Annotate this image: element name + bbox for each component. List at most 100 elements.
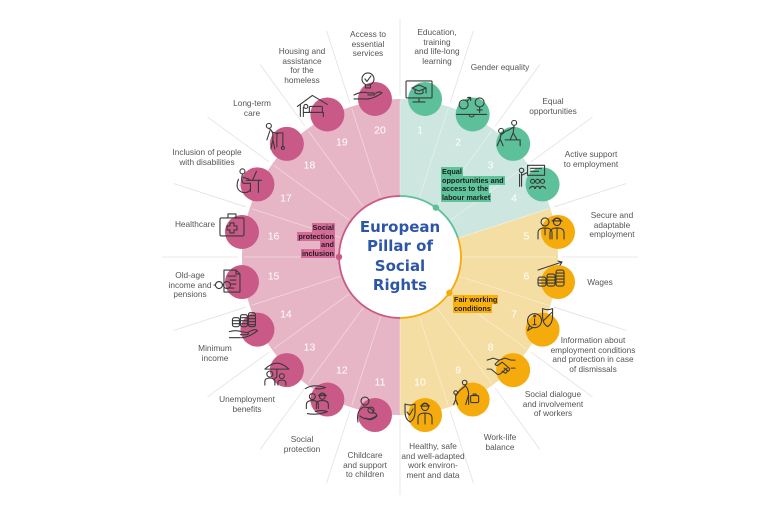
item-label-line: essential: [351, 38, 385, 49]
item-label-line: Healthy, safe: [409, 441, 457, 451]
coins-hand-icon: [228, 312, 258, 339]
coins-growth-icon: [537, 260, 565, 287]
item-label-line: Long-term: [233, 98, 271, 108]
category-label-text: Social: [311, 223, 335, 232]
divider-line-outer: [326, 410, 351, 484]
item-number: 6: [523, 270, 530, 283]
item-number: 13: [303, 341, 316, 353]
category-label-line: labour market: [441, 193, 505, 203]
item-number: 14: [280, 308, 292, 321]
divider-line-outer: [553, 183, 627, 208]
mother-child-icon: [357, 396, 378, 423]
item-circle: [357, 81, 392, 116]
item-number: 2: [455, 136, 462, 149]
divider-line-outer: [173, 306, 247, 331]
divider-line-inner: [307, 130, 364, 207]
item-label-line: of dismissals: [569, 363, 617, 374]
item-circle: [269, 353, 304, 388]
item-label-line: training: [423, 36, 451, 47]
item-label-line: Healthcare: [174, 219, 216, 229]
item-label-line: and protection in case: [552, 354, 634, 365]
item-label-line: Information about: [560, 335, 626, 345]
divider-line-outer: [207, 351, 270, 398]
divider-line-inner: [273, 293, 350, 350]
category-label-line: Social: [297, 223, 335, 233]
info-shield-icon: [527, 308, 554, 332]
item-number: 11: [374, 376, 386, 389]
item-circle: [541, 214, 576, 249]
item-number: 9: [455, 364, 462, 377]
item-label: Wages: [587, 277, 613, 288]
item-number: 12: [336, 364, 348, 377]
shield-worker-icon: [404, 402, 433, 425]
category-label-line: conditions: [453, 303, 498, 314]
center-ring: [335, 195, 462, 319]
divider-line-inner: [459, 276, 549, 306]
item-label-line: pensions: [173, 289, 207, 300]
item-label-line: assistance: [282, 55, 322, 66]
item-label-line: learning: [422, 55, 452, 66]
helping-climb-icon: [496, 119, 521, 147]
item-number: 16: [267, 230, 280, 243]
handshake-icon: [486, 357, 516, 376]
category-label-text: opportunities and: [441, 175, 505, 185]
item-label-line: ment and data: [406, 469, 460, 480]
item-number: 8: [487, 341, 494, 353]
item-circle: [357, 398, 392, 433]
divider-line-inner: [419, 316, 449, 406]
divider-line-outer: [530, 351, 593, 398]
divider-line-outer: [326, 30, 351, 104]
item-label-line: for the: [290, 65, 314, 76]
item-circle: [496, 126, 531, 161]
item-label-line: with disabilities: [179, 156, 235, 167]
item-label-line: Wages: [587, 277, 613, 287]
item-circle: [224, 265, 259, 300]
center-circle: [339, 196, 461, 318]
item-label-line: income: [201, 352, 229, 363]
item-label-line: and well-adapted: [401, 450, 465, 461]
item-label-line: Access to: [350, 29, 386, 39]
divider-line-inner: [436, 307, 493, 384]
category-label-text: inclusion: [300, 249, 335, 259]
graduation-monitor-icon: [405, 80, 433, 103]
divider-line-inner: [251, 276, 341, 306]
item-circle: [310, 97, 345, 132]
item-number: 15: [267, 270, 280, 283]
item-number: 20: [374, 124, 386, 137]
divider-line-inner: [273, 164, 350, 221]
divider-line-outer: [449, 410, 474, 484]
divider-line-inner: [351, 316, 381, 406]
item-circle: [240, 167, 275, 202]
divider-line-outer: [449, 30, 474, 104]
category-label-text: labour market: [441, 193, 492, 203]
item-label: Healthcare: [174, 219, 216, 230]
category-label-text: conditions: [453, 303, 492, 313]
item-circle: [496, 353, 531, 388]
item-label-line: Active support: [564, 149, 618, 159]
item-label: Gender equality: [471, 62, 530, 73]
divider-line-outer: [494, 64, 541, 127]
category-label-text: access to the: [441, 184, 490, 194]
item-label-line: income and: [168, 279, 212, 290]
wheelchair-desk-icon: [236, 168, 262, 194]
category-label-line: Equal: [441, 167, 505, 177]
item-label-line: services: [352, 48, 384, 59]
item-label-line: Secure and: [590, 210, 634, 220]
